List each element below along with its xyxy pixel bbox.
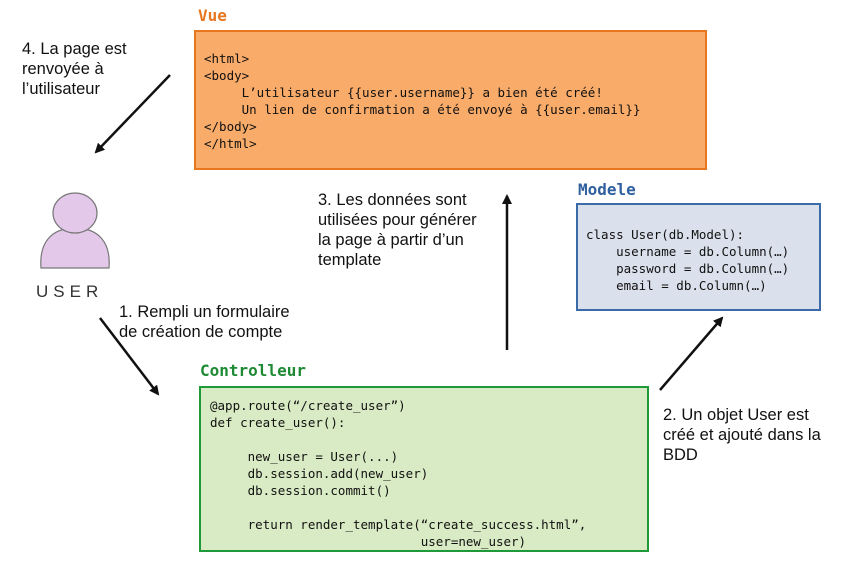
step3-text: 3. Les données sont utilisées pour génér… <box>318 191 477 269</box>
arrow-step4 <box>94 74 171 154</box>
user-body-shape <box>40 227 110 269</box>
controlleur-code-box: @app.route(“/create_user”) def create_us… <box>199 386 649 552</box>
controlleur-title: Controlleur <box>200 361 306 380</box>
user-head-shape <box>52 192 98 234</box>
step4-text: 4. La page est renvoyée à l’utilisateur <box>22 40 127 98</box>
modele-title: Modele <box>578 180 636 199</box>
modele-code-box: class User(db.Model): username = db.Colu… <box>576 203 821 311</box>
step2-text: 2. Un objet User est créé et ajouté dans… <box>663 406 821 464</box>
vue-title: Vue <box>198 6 227 25</box>
arrow-step1 <box>99 317 160 396</box>
step1-text: 1. Rempli un formulaire de création de c… <box>119 303 290 341</box>
arrow-step2 <box>659 316 724 391</box>
vue-template-box: <html> <body> L’utilisateur {{user.usern… <box>194 30 707 170</box>
user-label: USER <box>36 282 104 301</box>
user-icon <box>40 192 110 269</box>
